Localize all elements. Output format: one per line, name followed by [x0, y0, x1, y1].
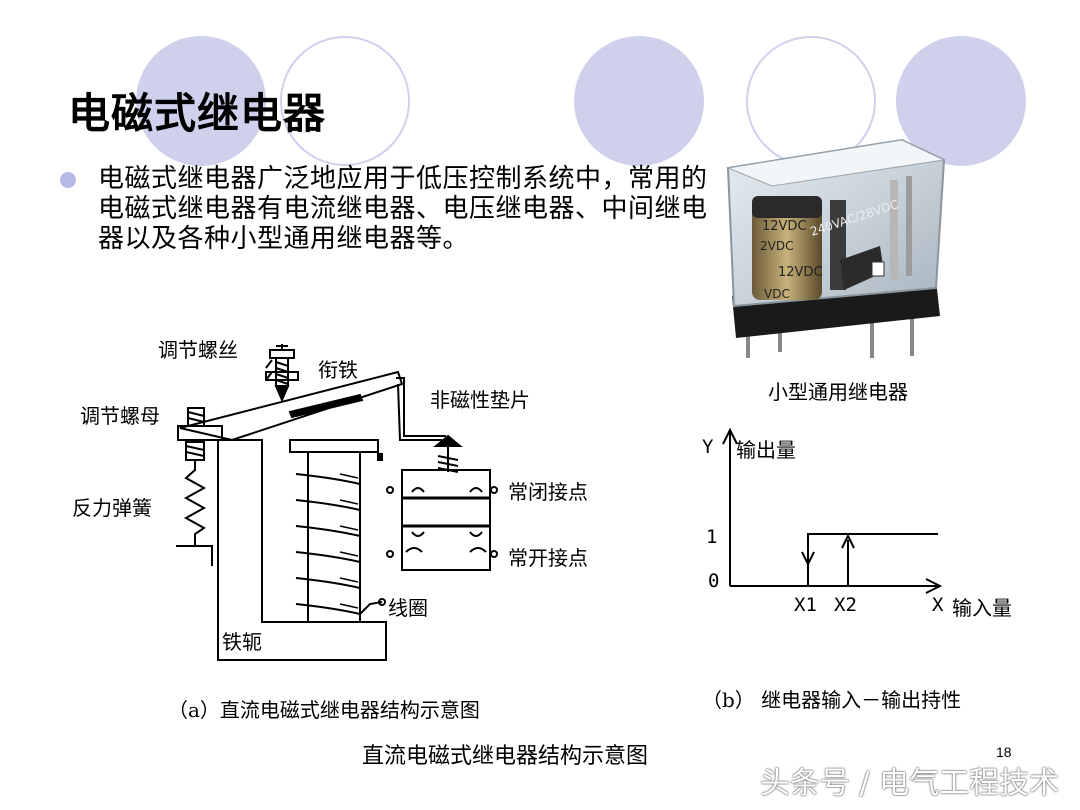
label-coil: 线圈	[388, 596, 428, 620]
label-adjust-nut: 调节螺母	[80, 404, 160, 428]
graph-tick-x1: X1	[794, 594, 817, 616]
label-yoke: 铁轭	[222, 630, 262, 654]
graph-hysteresis-line	[807, 533, 938, 586]
decor-circle-4	[746, 36, 876, 166]
relay-text-5: VDC	[764, 287, 790, 301]
schematic-caption: （a）直流电磁式继电器结构示意图	[168, 698, 480, 722]
label-nonmagnetic-shim: 非磁性垫片	[430, 388, 530, 412]
schematic-push-spring	[437, 455, 459, 473]
relay-coil-cap	[752, 196, 822, 218]
relay-text-4: 2VDC	[760, 239, 793, 253]
schematic-terminal	[490, 550, 498, 558]
schematic-contact-bars	[402, 496, 490, 528]
schematic-spring-anchor	[176, 545, 213, 566]
schematic-core	[307, 451, 361, 623]
graph-x2-arrow	[841, 533, 855, 549]
relay-text-3: 12VDC	[778, 265, 823, 280]
schematic-pole-face	[289, 439, 379, 453]
schematic-screw-slot	[276, 344, 288, 350]
schematic-contact-tips	[411, 487, 483, 537]
schematic-cap-thread	[185, 445, 205, 457]
relay-spring-plate	[906, 176, 912, 276]
relay-pin	[746, 318, 750, 358]
slide-title: 电磁式继电器	[68, 89, 327, 138]
graph-x-axis-letter: X	[932, 594, 944, 616]
relay-armature	[830, 200, 846, 290]
graph-y-arrow	[722, 427, 738, 445]
relay-base	[732, 280, 940, 338]
schematic-screw-body	[275, 357, 289, 387]
photo-caption: 小型通用继电器	[768, 380, 908, 404]
page-number: 18	[996, 744, 1012, 760]
graph-tick-1: 1	[706, 526, 718, 548]
relay-case	[726, 138, 946, 308]
footer-caption: 直流电磁式继电器结构示意图	[362, 744, 649, 769]
schematic-terminal	[386, 550, 394, 558]
schematic-terminal	[386, 486, 394, 494]
relay-pin	[870, 318, 874, 358]
relay-yoke	[840, 246, 884, 290]
relay-spring-plate	[890, 180, 898, 280]
graph-x-arrow	[925, 578, 943, 594]
decor-circle-1	[136, 36, 266, 166]
schematic-winding-back	[339, 473, 359, 609]
graph-tick-0: 0	[708, 570, 720, 592]
schematic-adjust-nut	[187, 407, 205, 427]
graph-y-label: 输出量	[736, 438, 796, 462]
schematic-armature	[179, 370, 404, 442]
graph-y-axis-letter: Y	[702, 436, 714, 458]
bullet-dot	[60, 172, 76, 188]
schematic-nut-block	[177, 425, 223, 441]
relay-text-2: 240VAC/28VDC	[809, 197, 901, 239]
relay-pin	[910, 318, 914, 356]
schematic-screw-thread	[275, 361, 289, 385]
schematic-screw-head	[269, 349, 295, 359]
schematic-contact-frame	[401, 469, 491, 571]
schematic-no-contacts	[405, 547, 487, 553]
schematic-spring	[183, 460, 207, 546]
graph-x-label: 输入量	[952, 596, 1012, 620]
schematic-terminal	[490, 486, 498, 494]
schematic-coil-lead	[359, 601, 383, 615]
relay-pin	[778, 318, 782, 352]
schematic-contact-push	[433, 434, 463, 447]
label-no-contact: 常开接点	[508, 546, 588, 570]
decor-circle-2	[280, 36, 410, 166]
relay-contact	[871, 261, 885, 277]
schematic-screw-tip	[274, 385, 290, 403]
label-spring: 反力弹簧	[72, 496, 152, 520]
schematic-core-tab	[377, 453, 383, 461]
label-adjust-screw: 调节螺丝	[158, 338, 238, 362]
schematic-winding	[295, 473, 361, 615]
graph-x1-arrow	[801, 551, 815, 567]
schematic-terminal	[378, 598, 386, 606]
schematic-spring-cap	[185, 441, 205, 461]
relay-coil	[752, 196, 822, 300]
graph-caption: （b） 继电器输入－输出持性	[702, 688, 962, 712]
label-armature: 衔铁	[318, 358, 358, 382]
relay-text-1: 12VDC	[762, 219, 807, 234]
schematic-screw-nut	[265, 371, 299, 381]
graph-tick-x2: X2	[834, 594, 857, 616]
label-nc-contact: 常闭接点	[508, 480, 588, 504]
decor-circle-5	[896, 36, 1026, 166]
schematic-screw-mount	[265, 359, 273, 381]
schematic-shim	[288, 393, 364, 419]
watermark: 头条号 / 电气工程技术	[760, 766, 1060, 801]
bullet-text: 电磁式继电器广泛地应用于低压控制系统中，常用的电磁式继电器有电流继电器、电压继电…	[98, 164, 708, 254]
schematic-nut-thread	[187, 411, 205, 423]
decor-circle-3	[574, 36, 704, 166]
